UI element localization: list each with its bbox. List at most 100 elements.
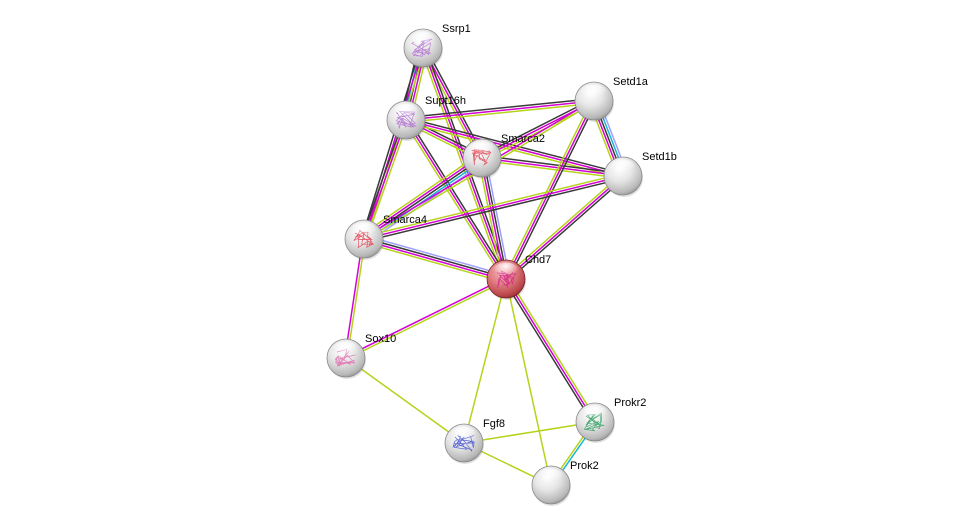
- edge-sox10-chd7[interactable]: [345, 277, 507, 360]
- edge-evidence-yellowgreen: [503, 99, 593, 279]
- node-highlight: [451, 426, 477, 444]
- node-highlight: [469, 141, 495, 159]
- edge-evidence-magenta: [405, 100, 595, 121]
- structure-trace: [411, 38, 433, 57]
- edge-evidence-magenta: [405, 119, 507, 280]
- edge-evidence-magenta: [345, 277, 506, 358]
- edge-evidence-yellowgreen: [481, 159, 623, 180]
- node-smarca2[interactable]: Smarca2: [462, 133, 545, 179]
- node-highlight: [351, 222, 377, 240]
- edge-evidence-magenta: [505, 278, 596, 423]
- edge-evidence-black: [407, 118, 509, 279]
- node-label: Ssrp1: [442, 23, 471, 35]
- edge-evidence-yellowgreen: [507, 277, 598, 422]
- node-ssrp1[interactable]: Ssrp1: [403, 23, 471, 69]
- edge-smarca4-sox10[interactable]: [344, 238, 366, 359]
- edge-chd7-fgf8[interactable]: [463, 278, 507, 444]
- edge-evidence-yellowgreen: [505, 278, 552, 486]
- edge-chd7-prok2[interactable]: [505, 278, 552, 486]
- node-fgf8[interactable]: Fgf8: [444, 418, 505, 464]
- node-highlight: [333, 341, 359, 359]
- node-smarca4[interactable]: Smarca4: [344, 214, 427, 260]
- node-label: Sox10: [365, 333, 396, 345]
- edge-evidence-black: [482, 157, 508, 279]
- node-highlight: [610, 159, 636, 177]
- edge-evidence-lavender: [484, 157, 511, 279]
- edge-evidence-yellowgreen: [477, 158, 504, 280]
- edge-evidence-black: [360, 47, 422, 239]
- node-label: Prokr2: [614, 397, 646, 409]
- edge-evidence-black: [361, 118, 405, 239]
- edge-supt16h-smarca4[interactable]: [361, 118, 409, 241]
- edge-evidence-black: [507, 177, 626, 282]
- node-label: Fgf8: [483, 418, 505, 430]
- edge-evidence-magenta: [480, 158, 506, 280]
- node-highlight: [581, 84, 607, 102]
- edge-supt16h-setd1a[interactable]: [405, 97, 595, 124]
- edge-evidence-black: [482, 154, 624, 175]
- edge-evidence-yellowgreen: [360, 153, 480, 236]
- node-prok2[interactable]: Prok2: [531, 460, 599, 506]
- edge-evidence-yellowgreen: [503, 173, 622, 278]
- edge-evidence-yellowgreen: [345, 357, 465, 444]
- edge-evidence-black: [364, 177, 624, 243]
- node-highlight: [393, 103, 419, 121]
- node-label: Prok2: [570, 460, 599, 472]
- edge-evidence-black: [406, 116, 624, 175]
- edge-evidence-yellowgreen: [365, 48, 427, 240]
- edges-layer: [344, 46, 629, 487]
- edge-ssrp1-smarca4[interactable]: [360, 47, 427, 240]
- node-setd1b[interactable]: Setd1b: [603, 151, 677, 197]
- edge-chd7-prokr2[interactable]: [503, 277, 598, 424]
- edge-evidence-yellowgreen: [346, 279, 507, 360]
- edge-evidence-magenta: [363, 47, 424, 240]
- node-chd7[interactable]: Chd7: [486, 254, 551, 300]
- structure-trace: [496, 269, 517, 289]
- edge-evidence-magenta: [505, 175, 624, 280]
- node-prokr2[interactable]: Prokr2: [575, 397, 646, 443]
- edge-smarca2-setd1b[interactable]: [481, 154, 624, 180]
- edge-setd1b-smarca4[interactable]: [363, 172, 624, 243]
- edge-evidence-magenta: [363, 119, 407, 240]
- node-label: Setd1b: [642, 151, 677, 163]
- protein-structure-icon: [496, 269, 517, 289]
- node-highlight: [582, 405, 608, 423]
- edge-evidence-magenta: [362, 155, 482, 238]
- node-supt16h[interactable]: Supt16h: [386, 95, 466, 141]
- node-sox10[interactable]: Sox10: [326, 333, 396, 379]
- edge-setd1b-chd7[interactable]: [503, 173, 626, 282]
- node-label: Supt16h: [425, 95, 466, 107]
- edge-evidence-black: [364, 237, 507, 279]
- node-highlight: [493, 262, 519, 280]
- edge-evidence-black: [405, 97, 594, 119]
- edge-evidence-yellowgreen: [406, 102, 595, 124]
- node-setd1a[interactable]: Setd1a: [574, 76, 649, 122]
- edge-supt16h-chd7[interactable]: [403, 118, 509, 281]
- node-highlight: [410, 31, 436, 49]
- node-highlight: [538, 468, 564, 486]
- edge-evidence-lavender: [366, 161, 486, 244]
- node-label: Setd1a: [613, 76, 649, 88]
- edge-smarca4-chd7[interactable]: [362, 234, 508, 284]
- edge-evidence-magenta: [505, 100, 595, 280]
- edge-evidence-yellowgreen: [403, 120, 505, 281]
- edge-evidence-yellowgreen: [365, 120, 409, 241]
- edge-evidence-magenta: [363, 175, 624, 240]
- edge-evidence-yellowgreen: [463, 278, 507, 444]
- edge-evidence-yellowgreen: [420, 48, 505, 281]
- node-label: Smarca4: [383, 214, 427, 226]
- node-label: Smarca2: [501, 133, 545, 145]
- edge-sox10-fgf8[interactable]: [345, 357, 465, 444]
- edge-evidence-yellowgreen: [362, 241, 506, 284]
- edge-evidence-black: [480, 98, 594, 157]
- edge-fgf8-prokr2[interactable]: [463, 421, 596, 444]
- edge-evidence-black: [503, 279, 594, 424]
- edge-smarca2-chd7[interactable]: [477, 157, 511, 280]
- edge-evidence-magenta: [344, 238, 364, 358]
- edge-evidence-magenta: [363, 239, 506, 281]
- edge-evidence-magenta: [481, 157, 624, 177]
- edge-evidence-yellowgreen: [463, 421, 596, 444]
- edge-evidence-lavender: [364, 234, 508, 277]
